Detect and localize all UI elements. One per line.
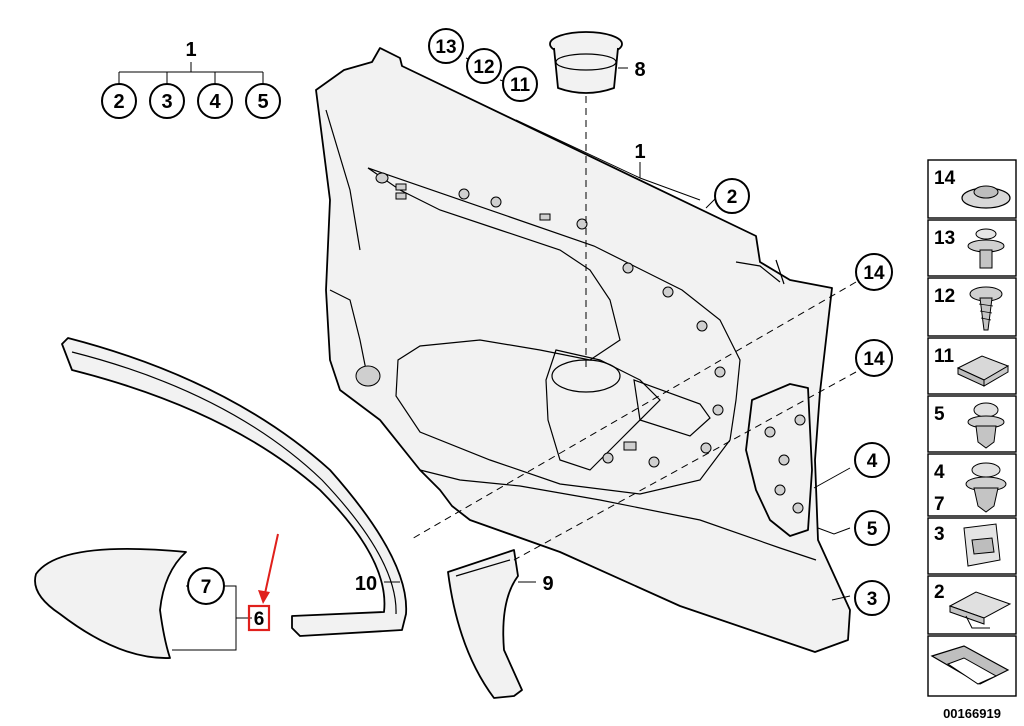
svg-text:3: 3: [161, 91, 172, 113]
callout-2: 2: [714, 178, 750, 214]
group-child-4: 4: [197, 83, 233, 119]
footer-code: 00166919: [943, 706, 1001, 721]
svg-text:4: 4: [209, 91, 221, 113]
callout-11: 11: [502, 66, 538, 102]
callout-3: 3: [854, 580, 890, 616]
callout-12: 12: [466, 48, 502, 84]
arch-trim: [61, 337, 408, 637]
svg-text:14: 14: [863, 263, 885, 284]
callout-13: 13: [428, 28, 464, 64]
highlight-arrow-icon: [258, 533, 279, 604]
push-clip-icon: [961, 185, 1011, 209]
svg-text:2: 2: [727, 187, 738, 208]
callout-10: 10: [355, 573, 377, 595]
bracket-clip-icon: [948, 591, 1012, 629]
callout-14-upper: 14: [855, 253, 893, 291]
svg-text:14: 14: [863, 349, 885, 370]
legend-cell-12: [927, 277, 1017, 337]
callout-1: 1: [634, 141, 645, 163]
svg-text:12: 12: [473, 57, 494, 78]
callout-14-lower: 14: [855, 339, 893, 377]
svg-text:7: 7: [201, 577, 212, 598]
screw-icon: [969, 286, 1003, 331]
group-child-3: 3: [149, 83, 185, 119]
callout-6: 6: [254, 609, 265, 630]
clip-icon-4-7: [965, 462, 1007, 513]
callout-7: 7: [187, 567, 225, 605]
spring-nut-icon: [963, 523, 1001, 567]
group-child-5: 5: [245, 83, 281, 119]
legend-label-7: 7: [934, 494, 945, 515]
small-trim: [447, 549, 523, 699]
fastener-legend: 14 13 12 11 5 4 7 3 2: [927, 159, 1017, 721]
cup-part: [549, 31, 623, 94]
callout-4: 4: [854, 442, 890, 478]
clip-icon: [967, 402, 1005, 449]
callout-8: 8: [634, 59, 645, 81]
svg-text:5: 5: [257, 91, 268, 113]
legend-cell-14: [927, 159, 1017, 219]
legend-label-12: 12: [934, 286, 955, 307]
svg-text:3: 3: [867, 589, 878, 610]
arrow-icon: [930, 645, 1010, 685]
callout-6-highlight: 6: [247, 604, 271, 632]
group-child-2: 2: [101, 83, 137, 119]
legend-label-11: 11: [934, 346, 955, 367]
svg-text:4: 4: [867, 451, 878, 472]
leader-dashes: [409, 96, 857, 561]
callout-9: 9: [542, 573, 553, 595]
legend-label-3: 3: [934, 524, 945, 545]
svg-text:11: 11: [510, 75, 531, 96]
legend-label-2: 2: [934, 582, 945, 603]
top-group: 1 2 3 4 5: [101, 39, 281, 119]
legend-label-13: 13: [934, 228, 955, 249]
callouts: 13 12 11 8 1 2 14 14 4 5 3 10 9 7 6: [187, 28, 893, 632]
legend-label-4: 4: [934, 462, 945, 483]
cover-part: [34, 548, 187, 659]
group-parent-label: 1: [185, 39, 196, 61]
legend-label-14: 14: [934, 168, 956, 189]
svg-text:5: 5: [867, 519, 878, 540]
square-nut-icon: [956, 355, 1010, 387]
svg-text:13: 13: [435, 37, 456, 58]
svg-text:2: 2: [113, 91, 124, 113]
callout-5: 5: [854, 510, 890, 546]
side-trim-panel: [315, 47, 851, 653]
legend-label-5: 5: [934, 404, 945, 425]
expanding-rivet-icon: [967, 228, 1005, 269]
